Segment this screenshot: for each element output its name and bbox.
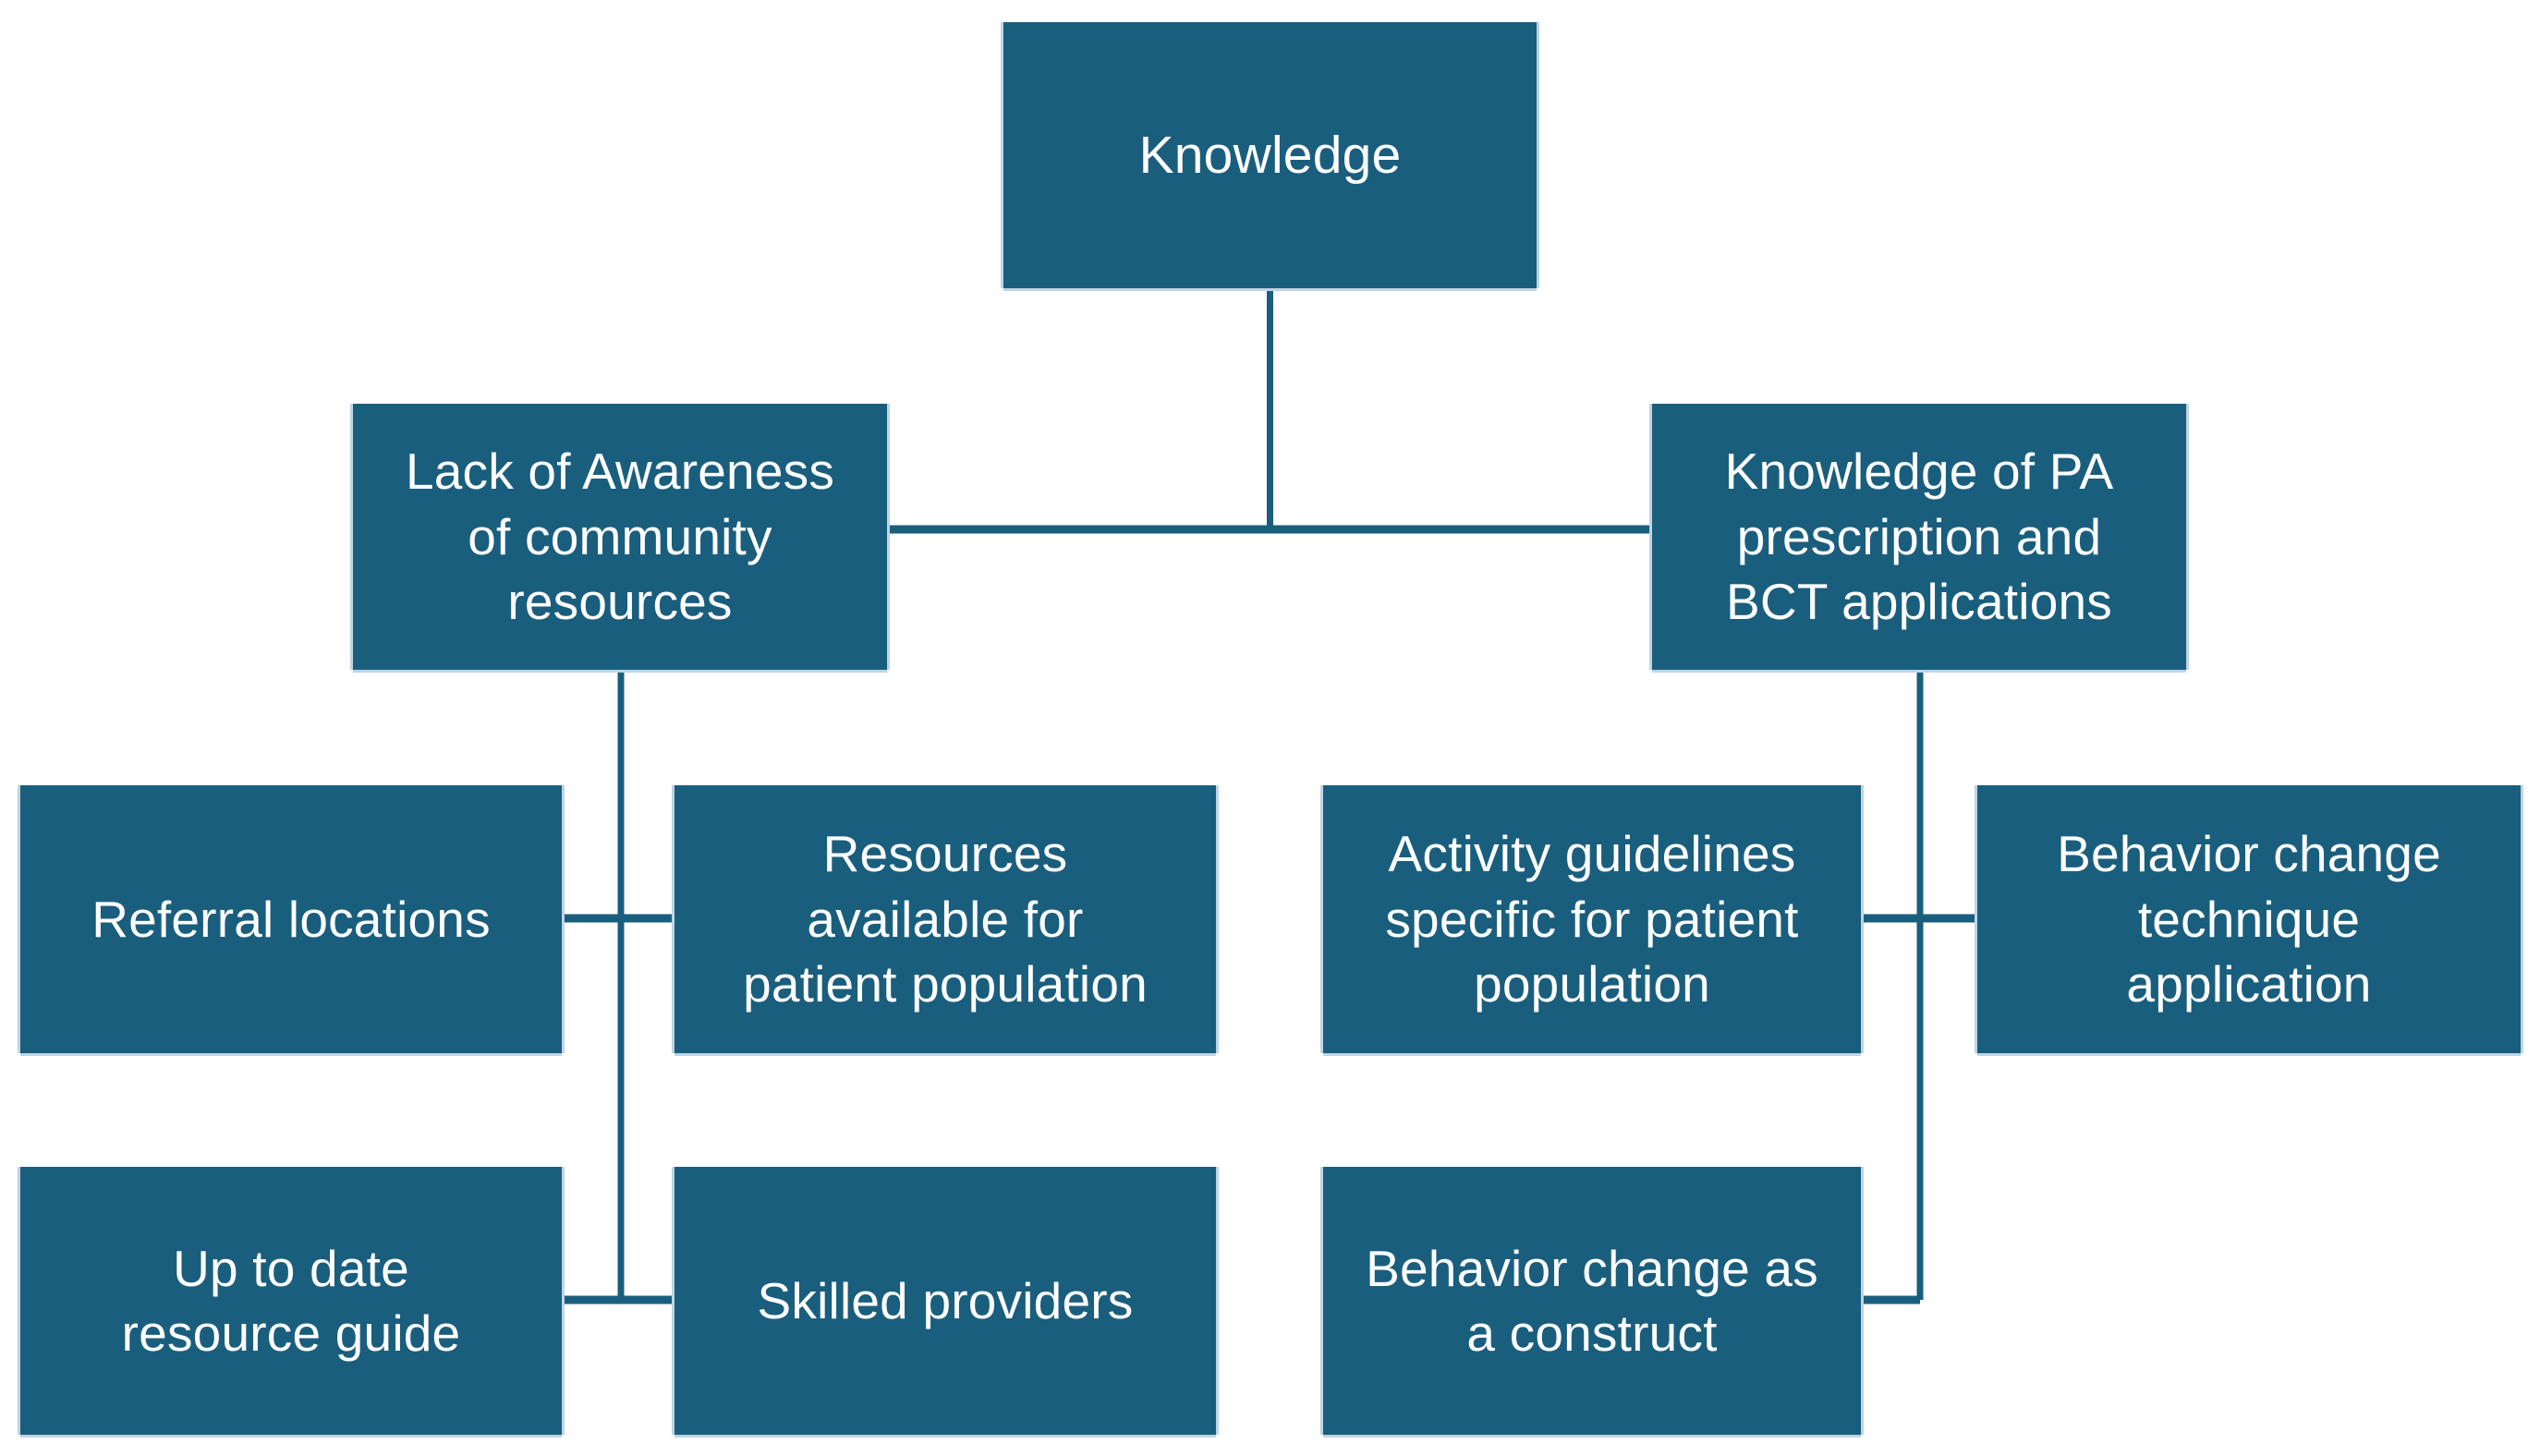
node-resources-available-for-patient-population[interactable]: Resources available for patient populati… xyxy=(675,785,1216,1053)
node-activity-guidelines-label: Activity guidelines specific for patient… xyxy=(1385,825,1799,1013)
node-behavior-change-technique-application[interactable]: Behavior change technique application xyxy=(1977,785,2521,1053)
node-lack-of-awareness-of-community-resources[interactable]: Lack of Awareness of community resources xyxy=(353,404,887,670)
node-up-to-date-resource-guide-label: Up to date resource guide xyxy=(121,1239,461,1362)
node-knowledge-of-pa-prescription-and-bct-applications[interactable]: Knowledge of PA prescription and BCT app… xyxy=(1652,404,2186,670)
node-behavior-change-as-a-construct[interactable]: Behavior change as a construct xyxy=(1323,1167,1861,1435)
node-knowledge-of-pa-label: Knowledge of PA prescription and BCT app… xyxy=(1724,443,2114,631)
node-resources-available-label: Resources available for patient populati… xyxy=(743,825,1148,1013)
node-knowledge[interactable]: Knowledge xyxy=(1003,22,1537,288)
node-lack-of-awareness-label: Lack of Awareness of community resources xyxy=(405,443,835,631)
node-knowledge-label: Knowledge xyxy=(1138,125,1402,185)
node-up-to-date-resource-guide[interactable]: Up to date resource guide xyxy=(20,1167,562,1435)
node-skilled-providers-label: Skilled providers xyxy=(757,1271,1134,1329)
node-activity-guidelines-specific-for-patient-population[interactable]: Activity guidelines specific for patient… xyxy=(1323,785,1861,1053)
node-behavior-change-as-a-construct-label: Behavior change as a construct xyxy=(1366,1239,1818,1362)
node-referral-locations[interactable]: Referral locations xyxy=(20,785,562,1053)
node-referral-locations-label: Referral locations xyxy=(91,890,491,948)
node-skilled-providers[interactable]: Skilled providers xyxy=(675,1167,1216,1435)
node-behavior-change-technique-label: Behavior change technique application xyxy=(2057,825,2441,1013)
